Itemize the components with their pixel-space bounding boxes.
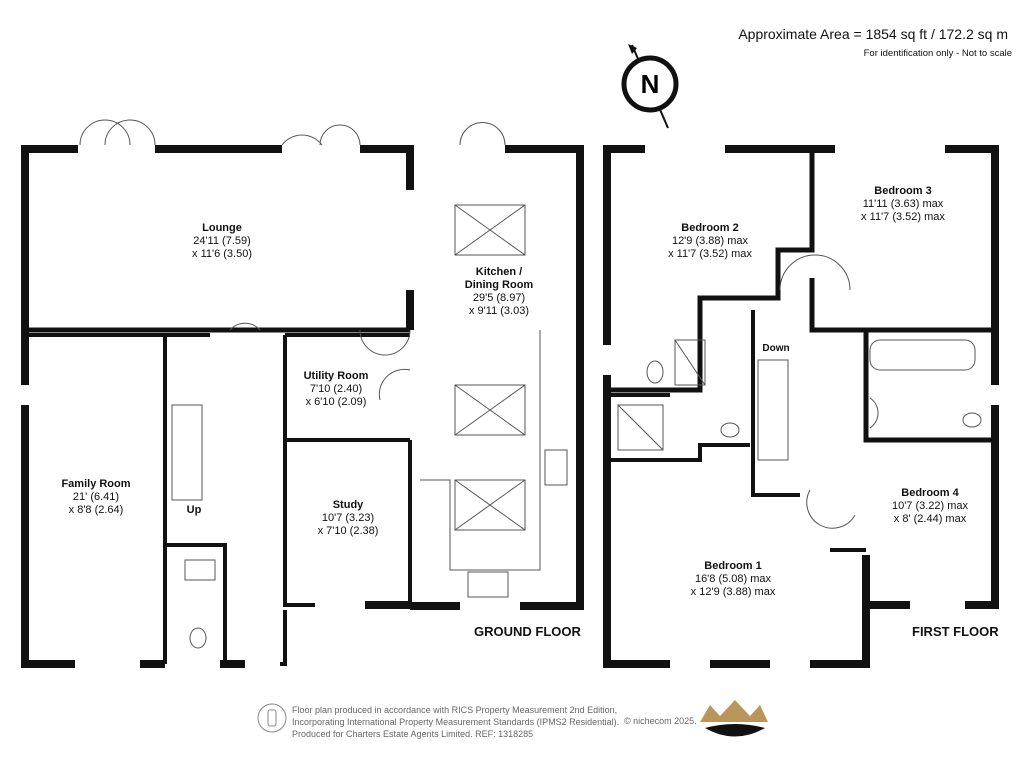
room-dim: 16'8 (5.08) max: [694, 573, 772, 585]
footer-line: Produced for Charters Estate Agents Limi…: [292, 729, 534, 739]
room-dim: 29'5 (8.97): [472, 292, 526, 304]
room-dim: 10'7 (3.23): [321, 512, 375, 524]
room-dim: 7'10 (2.40): [309, 383, 363, 395]
room-name: Bedroom 1: [704, 560, 762, 572]
room-dim: 21' (6.41): [72, 491, 120, 503]
room-dim: x 12'9 (3.88) max: [690, 586, 776, 598]
room-name: Study: [332, 499, 364, 511]
room-dim: 24'11 (7.59): [193, 235, 251, 247]
footer-disclaimer: Floor plan produced in accordance with R…: [292, 704, 619, 740]
compass-icon: N: [621, 44, 679, 129]
ground-floor-fixtures: [79, 119, 568, 649]
ground-floor-label: GROUND FLOOR: [474, 624, 581, 639]
room-dim: x 11'7 (3.52) max: [861, 211, 945, 223]
room-name: Bedroom 3: [874, 185, 932, 197]
svg-text:N: N: [641, 69, 660, 99]
room-dim: x 9'11 (3.03): [469, 305, 529, 317]
identification-note: For identification only - Not to scale: [863, 48, 1012, 59]
room-dim: 11'11 (3.63) max: [862, 198, 944, 210]
approximate-area: Approximate Area = 1854 sq ft / 172.2 sq…: [738, 26, 1008, 42]
person-scale-icon: [257, 703, 287, 733]
first-floor-walls: [603, 145, 999, 668]
ground-floor-walls: [21, 145, 584, 668]
first-floor-label: FIRST FLOOR: [912, 624, 999, 639]
room-dim: x 7'10 (2.38): [317, 525, 379, 537]
room-dim: x 8' (2.44) max: [893, 513, 967, 525]
room-name: Bedroom 2: [681, 222, 739, 234]
room-name: Kitchen /: [475, 266, 523, 278]
room-name: Lounge: [202, 222, 242, 234]
room-dim: x 11'7 (3.52) max: [668, 248, 752, 260]
footer-line: Incorporating International Property Mea…: [292, 717, 620, 727]
first-floor-fixtures: [617, 254, 982, 529]
room-dim: 12'9 (3.88) max: [671, 235, 749, 247]
copyright: © nichecom 2025.: [624, 716, 697, 726]
room-dim: x 11'6 (3.50): [192, 248, 252, 260]
room-dim: 10'7 (3.22) max: [891, 500, 969, 512]
room-name: Bedroom 4: [901, 487, 959, 499]
room-name: Dining Room: [464, 279, 534, 291]
room-name: Family Room: [61, 478, 131, 490]
logo-icon: [700, 700, 768, 737]
footer-line: Floor plan produced in accordance with R…: [292, 705, 618, 715]
room-dim: x 6'10 (2.09): [305, 396, 367, 408]
stairs-down-label: Down: [762, 343, 790, 354]
room-name: Utility Room: [303, 370, 369, 382]
room-dim: x 8'8 (2.64): [68, 504, 124, 516]
stairs-up-label: Up: [186, 504, 202, 516]
